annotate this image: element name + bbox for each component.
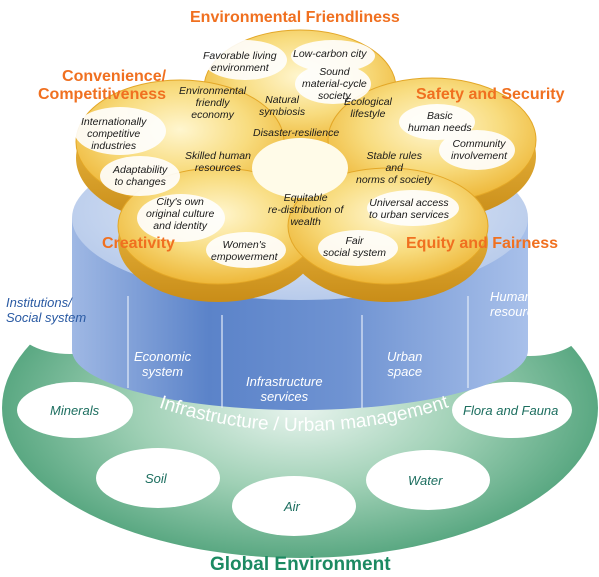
heading-creativity: Creativity — [102, 235, 175, 252]
label-air: Air — [284, 499, 300, 514]
item-disaster: Disaster-resilience — [253, 127, 340, 139]
env-oval — [366, 450, 490, 510]
env-oval — [96, 448, 220, 508]
label-institutions: Institutions/Social system — [6, 295, 87, 325]
label-minerals: Minerals — [50, 403, 100, 418]
env-oval — [17, 382, 133, 438]
heading-equity: Equity and Fairness — [406, 235, 559, 252]
heading-environmental-friendliness: Environmental Friendliness — [190, 9, 400, 26]
heading-safety: Safety and Security — [416, 86, 565, 103]
label-soil: Soil — [145, 471, 167, 486]
env-oval — [232, 476, 356, 536]
petal-bubbles — [74, 40, 515, 268]
label-global-environment: Global Environment — [210, 554, 391, 575]
heading-convenience: Convenience/Competitiveness — [38, 68, 167, 103]
label-water: Water — [408, 473, 443, 488]
env-oval — [452, 382, 572, 438]
label-flora-fauna: Flora and Fauna — [463, 403, 559, 418]
item-low-carbon: Low-carbon city — [293, 48, 367, 60]
